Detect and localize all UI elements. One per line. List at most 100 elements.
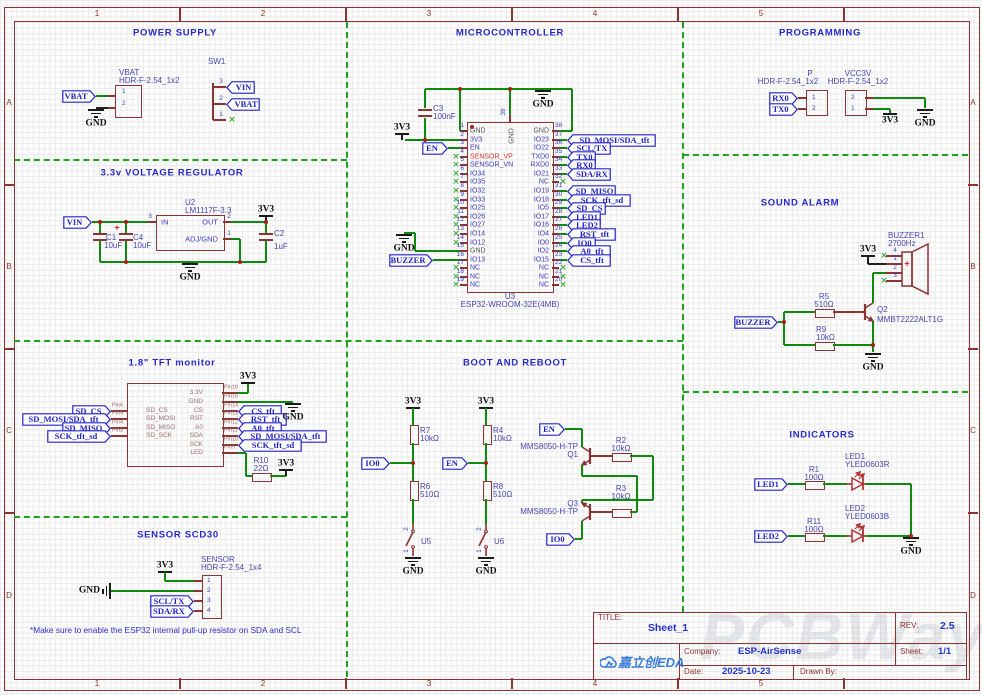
port-shape[interactable]	[389, 253, 434, 267]
section-title[interactable]: 1.8" TFT monitor	[128, 357, 216, 369]
wire[interactable]	[125, 240, 127, 262]
connector-VBAT[interactable]	[115, 85, 142, 118]
capacitor-C4[interactable]	[119, 238, 133, 241]
wire[interactable]	[575, 538, 582, 540]
capacitor-C2[interactable]	[259, 238, 273, 241]
wire[interactable]	[485, 408, 487, 425]
net-port-SCK_tft_sd[interactable]: SCK_tft_sd	[237, 438, 302, 452]
wire[interactable]	[246, 475, 252, 477]
wire[interactable]	[565, 428, 582, 430]
wire[interactable]	[414, 233, 416, 251]
port-shape[interactable]	[225, 80, 255, 94]
wire[interactable]	[784, 311, 815, 313]
gnd-symbol[interactable]	[538, 93, 548, 96]
pin-stub[interactable]	[194, 580, 202, 582]
gnd-symbol[interactable]	[535, 90, 551, 92]
net-port-SDA/RX[interactable]: SDA/RX	[150, 604, 195, 618]
wire[interactable]	[582, 499, 653, 501]
wire[interactable]	[238, 401, 293, 403]
pin-stub[interactable]	[886, 280, 902, 282]
resistor-R5[interactable]	[815, 308, 835, 318]
gnd-symbol[interactable]	[291, 410, 295, 412]
gnd-symbol[interactable]	[109, 583, 111, 599]
resistor-R7[interactable]	[409, 425, 419, 445]
wire[interactable]	[873, 108, 890, 110]
gnd-symbol[interactable]	[923, 116, 927, 118]
section-title[interactable]: INDICATORS	[789, 429, 855, 441]
wire[interactable]	[866, 483, 911, 485]
ic-pin[interactable]	[460, 233, 467, 235]
module-tft[interactable]	[127, 383, 224, 467]
wire[interactable]	[110, 590, 194, 592]
connector-P[interactable]	[806, 90, 828, 116]
wire[interactable]	[559, 190, 567, 192]
net-port-IO0[interactable]: IO0	[546, 532, 576, 546]
wire[interactable]	[424, 89, 426, 108]
pin-stub[interactable]	[509, 115, 511, 122]
net-port-IO0[interactable]: IO0	[361, 456, 391, 470]
pin-stub[interactable]	[886, 255, 902, 257]
module-pin[interactable]	[111, 435, 127, 437]
gnd-symbol[interactable]	[478, 557, 494, 559]
ic-pin[interactable]	[552, 267, 559, 269]
ic-pin[interactable]	[460, 224, 467, 226]
ic-pin[interactable]	[552, 250, 559, 252]
section-title[interactable]: MICROCONTROLLER	[455, 27, 565, 39]
module-pin[interactable]	[111, 410, 127, 412]
port-shape[interactable]	[754, 529, 789, 543]
wire[interactable]	[582, 475, 637, 477]
power-flag-3V3[interactable]	[867, 256, 869, 264]
wire[interactable]	[405, 139, 460, 141]
net-port-SDA/RX[interactable]: SDA/RX	[566, 167, 611, 181]
ic-pin[interactable]	[460, 216, 467, 218]
resistor-R4[interactable]	[482, 425, 492, 445]
wire[interactable]	[783, 312, 785, 345]
gnd-symbol[interactable]	[411, 564, 415, 566]
wire[interactable]	[559, 156, 567, 158]
port-shape[interactable]	[754, 477, 789, 491]
pin-stub[interactable]	[865, 108, 873, 110]
ic-pin[interactable]	[460, 139, 467, 141]
gnd-symbol[interactable]	[481, 560, 491, 563]
port-shape[interactable]	[63, 215, 93, 229]
wire[interactable]	[823, 535, 847, 537]
wire[interactable]	[433, 259, 460, 261]
wire[interactable]	[559, 173, 567, 175]
wire[interactable]	[581, 521, 583, 539]
wire[interactable]	[485, 499, 487, 524]
pin-stub[interactable]	[108, 107, 115, 109]
pin-stub[interactable]	[798, 97, 806, 99]
gnd-symbol[interactable]	[91, 112, 101, 115]
led-LED1[interactable]	[842, 470, 872, 497]
wire[interactable]	[459, 89, 461, 131]
wire[interactable]	[559, 164, 567, 166]
wire[interactable]	[889, 109, 891, 114]
net-port-LED1[interactable]: LED1	[754, 477, 789, 491]
power-flag-3V3[interactable]	[259, 215, 273, 217]
module-pin[interactable]	[222, 444, 238, 446]
wire[interactable]	[404, 232, 415, 234]
net-port-EN[interactable]: EN	[422, 141, 449, 155]
power-flag-3V3[interactable]	[395, 133, 409, 135]
pin-stub[interactable]	[194, 610, 202, 612]
gnd-symbol[interactable]	[541, 97, 545, 99]
gnd-symbol[interactable]	[906, 540, 916, 543]
net-port-EN[interactable]: EN	[539, 422, 566, 436]
port-shape[interactable]	[734, 315, 779, 329]
port-shape[interactable]	[539, 422, 566, 436]
wire[interactable]	[96, 107, 108, 109]
net-port-VBAT[interactable]: VBAT	[62, 89, 97, 103]
power-flag-3V3[interactable]	[279, 469, 293, 471]
pin-stub[interactable]	[886, 272, 902, 274]
wire[interactable]	[270, 475, 286, 477]
power-flag-3V3[interactable]	[401, 134, 403, 140]
wire[interactable]	[630, 511, 637, 513]
wire[interactable]	[559, 216, 567, 218]
wire[interactable]	[636, 476, 638, 512]
gnd-symbol[interactable]	[871, 360, 875, 362]
wire[interactable]	[866, 535, 911, 537]
ic-pin[interactable]	[460, 181, 467, 183]
pin-stub[interactable]	[212, 83, 214, 120]
pin-stub[interactable]	[213, 119, 226, 121]
wire[interactable]	[778, 321, 784, 323]
